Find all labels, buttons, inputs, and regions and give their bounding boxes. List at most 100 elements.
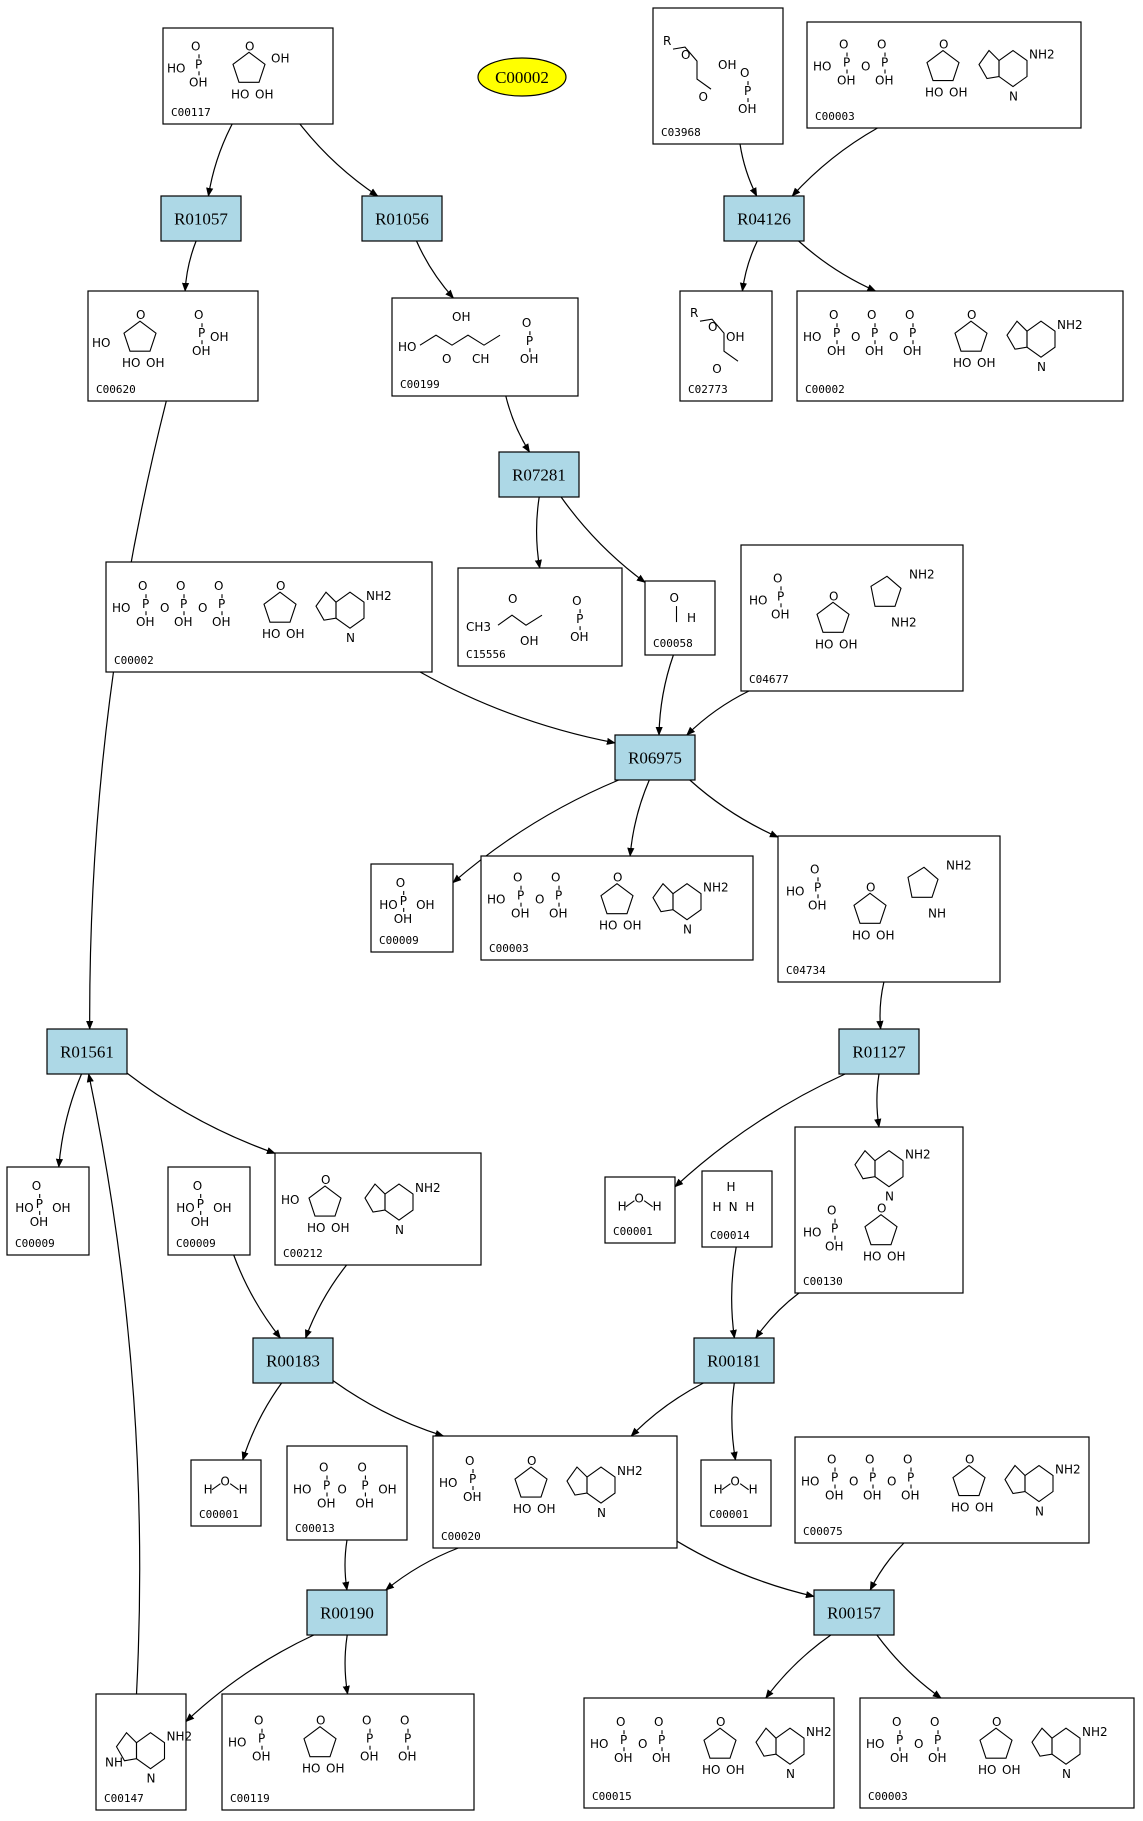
atom-nh2: NH2 bbox=[905, 1148, 931, 1162]
reaction-r01057[interactable]: R01057 bbox=[160, 195, 242, 242]
atom-ho: HO bbox=[863, 1250, 881, 1264]
atom-o: O bbox=[866, 880, 875, 894]
atom-oh: OH bbox=[718, 58, 736, 72]
compound-box bbox=[370, 863, 454, 953]
reaction-box bbox=[813, 1589, 895, 1636]
atom-p: P bbox=[366, 1732, 373, 1746]
ring-bond bbox=[315, 591, 337, 621]
atom-ho: HO bbox=[925, 86, 943, 100]
compound-label: C00015 bbox=[592, 1790, 632, 1803]
reaction-r07281[interactable]: R07281 bbox=[498, 451, 580, 498]
atom-oh: OH bbox=[875, 74, 893, 88]
compound-label: C00003 bbox=[868, 1790, 908, 1803]
ring-bond bbox=[952, 1464, 986, 1497]
atom-o: O bbox=[191, 39, 200, 53]
atom-o: O bbox=[889, 330, 898, 344]
reaction-box bbox=[693, 1337, 775, 1384]
reaction-r06975[interactable]: R06975 bbox=[614, 734, 696, 781]
reaction-r00183[interactable]: R00183 bbox=[252, 1337, 334, 1384]
atom-n: N bbox=[1009, 90, 1018, 104]
ring-bond bbox=[853, 892, 887, 924]
atom-n: N bbox=[1062, 1767, 1071, 1781]
atom-oh: OH bbox=[825, 1240, 843, 1254]
edge-r00183-c00020 bbox=[332, 1380, 445, 1437]
atom-o: O bbox=[522, 316, 531, 330]
atom-ho: HO bbox=[599, 919, 617, 933]
atom-oh: OH bbox=[271, 51, 289, 65]
compound-label: C00014 bbox=[710, 1229, 750, 1242]
atom-oh: OH bbox=[212, 615, 230, 629]
compound-box bbox=[167, 1166, 251, 1256]
atom-o: O bbox=[245, 39, 254, 53]
compound-box bbox=[274, 1152, 482, 1266]
atom-o: O bbox=[914, 1737, 923, 1751]
atom-ho: HO bbox=[786, 884, 804, 898]
atom-h: H bbox=[239, 1483, 248, 1497]
highlight-compound[interactable]: C00002 bbox=[477, 57, 567, 97]
ring-bond bbox=[600, 882, 634, 915]
reaction-r01056[interactable]: R01056 bbox=[361, 195, 443, 242]
reaction-r00157[interactable]: R00157 bbox=[813, 1589, 895, 1636]
atom-nh2: NH2 bbox=[167, 1730, 193, 1744]
edge-r00190-c00119 bbox=[342, 1634, 350, 1695]
atom-oh: OH bbox=[726, 330, 744, 344]
reaction-r00181[interactable]: R00181 bbox=[693, 1337, 775, 1384]
edge-r06975-c04734 bbox=[689, 779, 779, 838]
atom-h: H bbox=[713, 1200, 722, 1214]
reaction-r01561[interactable]: R01561 bbox=[46, 1028, 128, 1075]
reaction-r04126[interactable]: R04126 bbox=[723, 195, 805, 242]
atom-o: O bbox=[638, 1737, 647, 1751]
ring-bond bbox=[1004, 1464, 1026, 1495]
reaction-r01127[interactable]: R01127 bbox=[838, 1028, 920, 1075]
compound-label: C04734 bbox=[786, 964, 826, 977]
atom-oh: OH bbox=[191, 1215, 209, 1229]
edge-c00009c-r00183 bbox=[233, 1254, 281, 1339]
reaction-box bbox=[306, 1589, 388, 1636]
atom-o: O bbox=[965, 1453, 974, 1467]
atom-o: O bbox=[193, 1179, 202, 1193]
atom-n: N bbox=[395, 1223, 404, 1237]
atom-oh: OH bbox=[614, 1751, 632, 1765]
edge-c00212-r00183 bbox=[305, 1264, 348, 1339]
ring-bond bbox=[816, 601, 850, 633]
edge-c03968-r04126 bbox=[739, 143, 758, 197]
reaction-r00190[interactable]: R00190 bbox=[306, 1589, 388, 1636]
compound-label: C00002 bbox=[805, 383, 845, 396]
